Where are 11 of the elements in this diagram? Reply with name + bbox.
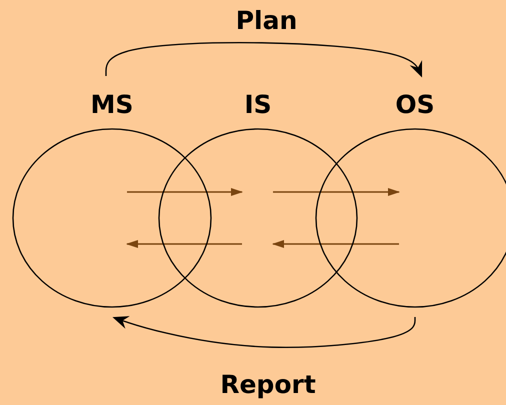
circle-heading: MS — [90, 90, 134, 120]
arrow — [273, 188, 400, 196]
edge-label: Plan — [234, 6, 298, 36]
arrow — [112, 316, 416, 348]
arrow — [105, 42, 422, 78]
arrow — [127, 188, 243, 196]
arrow — [126, 240, 242, 248]
arrow — [272, 240, 399, 248]
edge-label: Report — [219, 370, 317, 400]
circle-heading: OS — [395, 90, 435, 120]
circle-heading: IS — [244, 90, 272, 120]
